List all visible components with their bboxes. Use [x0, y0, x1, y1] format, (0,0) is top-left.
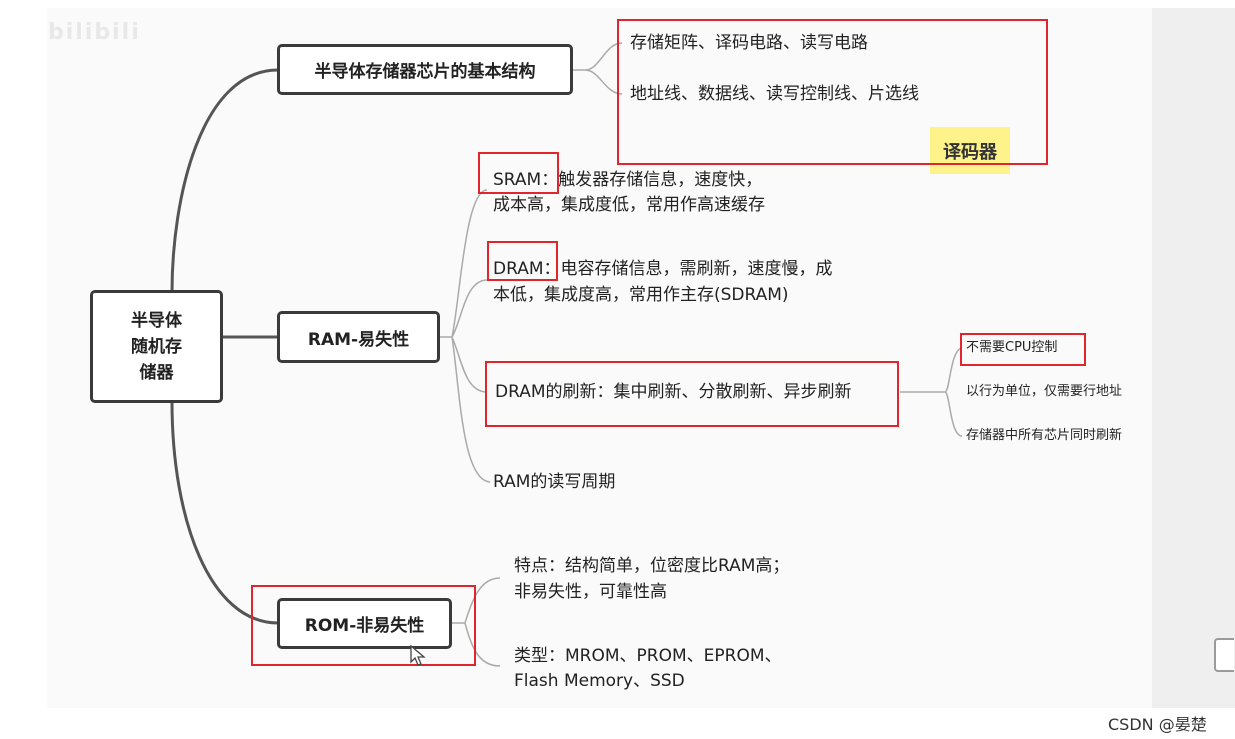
rom-types-line2: Flash Memory、SSD — [514, 671, 685, 691]
structure-item-2: 地址线、数据线、读写控制线、片选线 — [630, 84, 919, 104]
connector-rom-children — [452, 577, 501, 667]
side-panel — [1152, 8, 1235, 708]
mouse-cursor-icon — [410, 645, 426, 666]
refresh-note-2: 以行为单位，仅需要行地址 — [966, 384, 1123, 399]
connector-root-structure — [170, 68, 279, 293]
ram-node[interactable]: RAM-易失性 — [277, 311, 440, 363]
connector-refresh-notes — [900, 347, 963, 437]
structure-item-1: 存储矩阵、译码电路、读写电路 — [630, 33, 868, 53]
highlight-dram-refresh — [485, 361, 899, 427]
dram-text-line2: 本低，集成度高，常用作主存(SDRAM) — [493, 285, 789, 305]
highlight-structure-items — [617, 19, 1048, 165]
sram-text-line2: 成本高，集成度低，常用作高速缓存 — [493, 195, 765, 215]
highlight-no-cpu-control — [960, 333, 1086, 366]
connector-structure-items — [572, 42, 623, 95]
panel-toggle-icon[interactable] — [1214, 638, 1234, 672]
root-node[interactable]: 半导体 随机存 储器 — [90, 290, 223, 403]
dram-refresh-text: DRAM的刷新：集中刷新、分散刷新、异步刷新 — [495, 382, 852, 402]
rom-node[interactable]: ROM-非易失性 — [277, 598, 452, 649]
refresh-note-1: 不需要CPU控制 — [966, 340, 1058, 355]
highlight-dram — [487, 241, 558, 281]
refresh-note-3: 存储器中所有芯片同时刷新 — [966, 428, 1123, 443]
rom-feature-line1: 特点：结构简单，位密度比RAM高； — [514, 556, 790, 576]
rom-feature-line2: 非易失性，可靠性高 — [514, 582, 667, 602]
structure-node[interactable]: 半导体存储器芯片的基本结构 — [277, 44, 573, 95]
decoder-tag: 译码器 — [930, 127, 1010, 174]
connector-ram-children — [439, 189, 491, 483]
video-watermark: bilibili — [48, 20, 141, 45]
dram-text-line1: DRAM：电容存储信息，需刷新，速度慢，成 — [493, 259, 833, 279]
highlight-sram — [478, 152, 559, 194]
sram-text-line1: SRAM：触发器存储信息，速度快， — [493, 170, 763, 190]
rom-types-line1: 类型：MROM、PROM、EPROM、 — [514, 646, 782, 666]
credit-label: CSDN @晏楚 — [1108, 715, 1207, 734]
connector-root-rom — [170, 401, 279, 625]
ram-cycle-text: RAM的读写周期 — [493, 472, 616, 492]
highlight-rom-node — [251, 585, 476, 666]
screenshot-frame — [47, 8, 1235, 708]
